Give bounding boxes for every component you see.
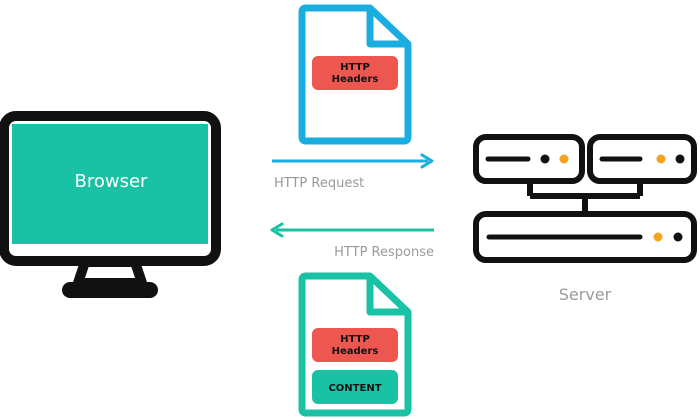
monitor-screen — [12, 124, 208, 244]
server-unit-top-right-led-orange — [656, 154, 666, 164]
response-document-fold — [366, 276, 408, 316]
request-headers-tag-line-1: HTTP — [340, 62, 370, 73]
browser-label: Browser — [75, 171, 149, 192]
response-content-tag — [312, 370, 398, 404]
request-headers-tag-line-2: Headers — [332, 74, 379, 85]
browser-monitor-icon: Browser — [0, 111, 221, 298]
server-unit-bottom-led-orange — [653, 232, 663, 242]
response-arrow: HTTP Response — [270, 222, 434, 260]
response-headers-tag — [312, 328, 398, 362]
request-label: HTTP Request — [274, 176, 364, 191]
request-headers-tag — [312, 56, 398, 90]
response-content-tag-label: CONTENT — [328, 383, 381, 394]
monitor-stand-base — [62, 282, 158, 298]
monitor-neck — [73, 257, 147, 288]
server-unit-top-right-led-dark — [675, 154, 685, 164]
server-icon: Server — [473, 134, 697, 304]
server-unit-top-left-led-orange — [559, 154, 569, 164]
request-arrow-head-icon — [420, 153, 434, 169]
response-headers-tag-line-2: Headers — [332, 346, 379, 357]
server-unit-bottom-led-dark — [673, 232, 683, 242]
request-arrow: HTTP Request — [272, 153, 434, 191]
response-arrow-head-icon — [270, 222, 284, 238]
server-label: Server — [559, 285, 612, 304]
request-document-icon: HTTP Headers — [298, 4, 412, 145]
server-unit-top-left-led-dark — [540, 154, 550, 164]
response-document-icon: HTTP Headers CONTENT — [298, 272, 412, 417]
response-label: HTTP Response — [334, 245, 434, 260]
response-headers-tag-line-1: HTTP — [340, 334, 370, 345]
request-document-fold — [366, 8, 408, 48]
